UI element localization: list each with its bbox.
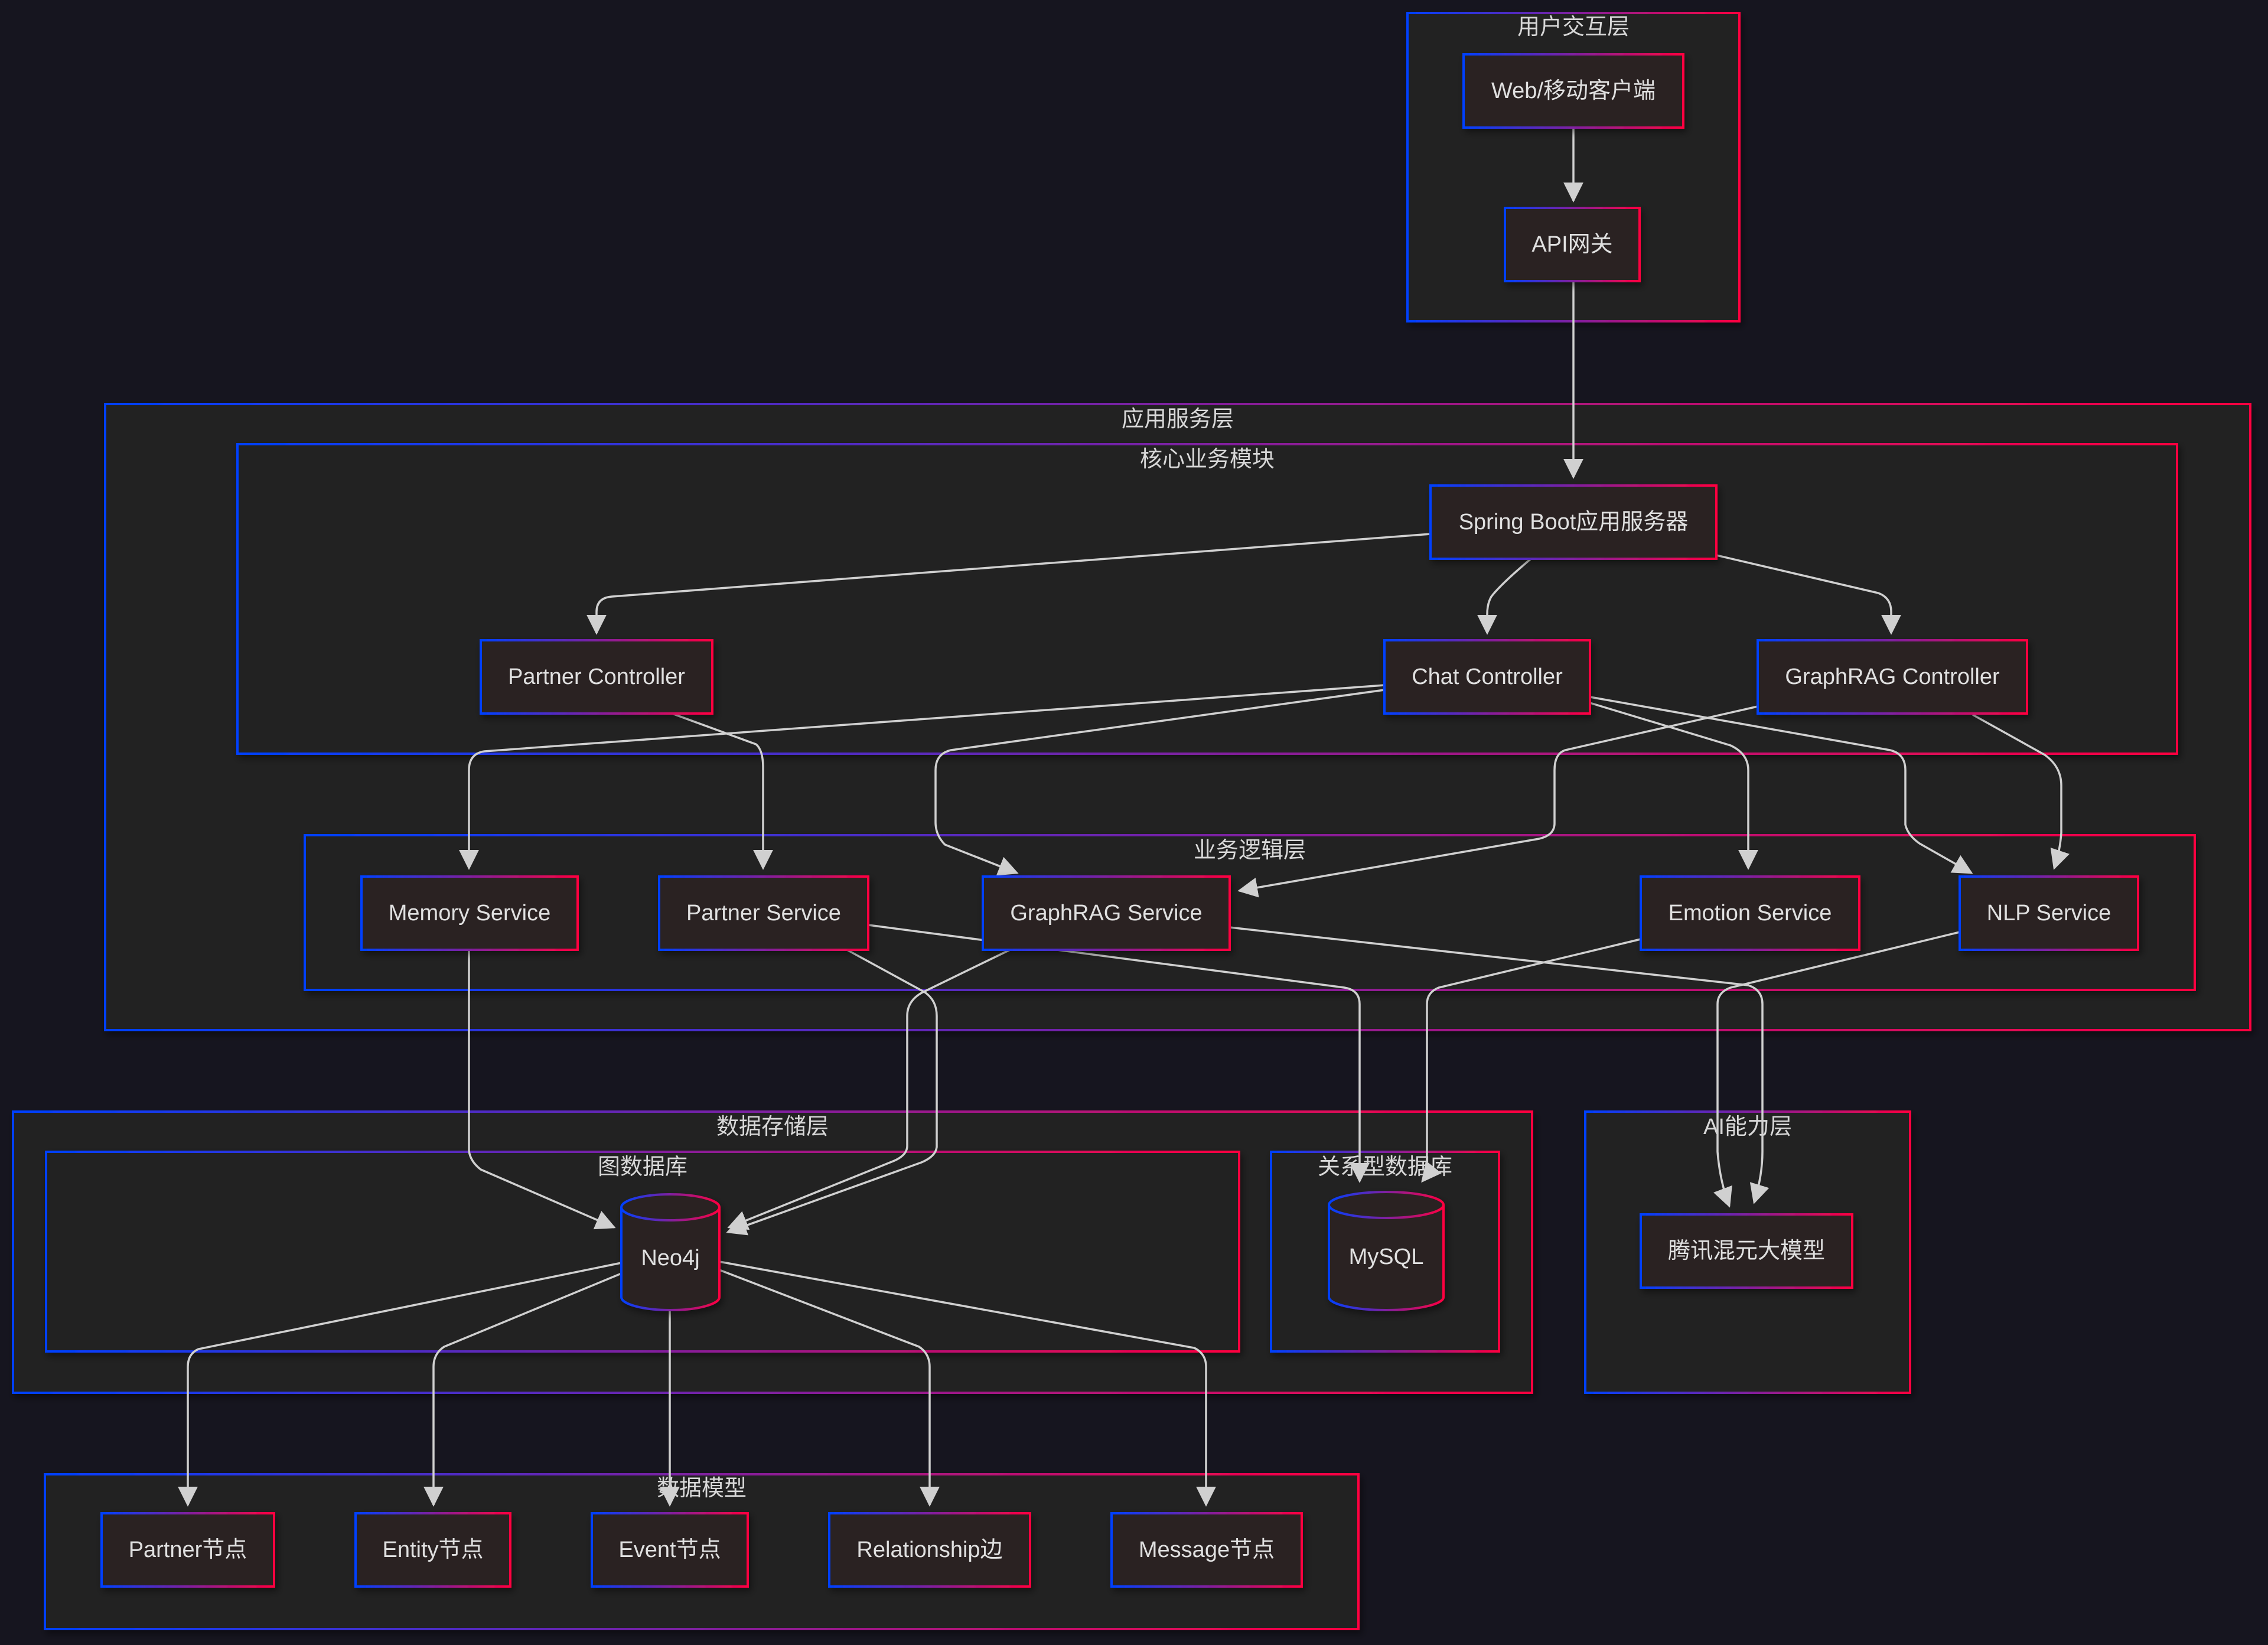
- nodes-layer: Web/移动客户端 API网关 Spring Boot应用服务器 Partner Co…: [100, 53, 2139, 1588]
- node-box: [1383, 639, 1591, 715]
- node-relationship-edge[interactable]: Relationship边: [828, 1512, 1031, 1588]
- node-box: [982, 875, 1231, 951]
- node-box: [1640, 875, 1860, 951]
- edge-graphrag_svc-to-hunyuan: [1229, 926, 1770, 1204]
- edge-neo4j-to-partner_node: [178, 1262, 622, 1507]
- edge-memory_svc-to-neo4j: [468, 950, 616, 1230]
- node-box: [591, 1512, 749, 1588]
- edge-partner_svc-to-neo4j: [726, 949, 938, 1236]
- node-label: Chat Controller: [1412, 664, 1563, 689]
- node-label: API网关: [1531, 232, 1612, 257]
- edge-nlp_svc-to-hunyuan: [1713, 931, 1960, 1208]
- edge-neo4j-to-entity_node: [423, 1272, 622, 1507]
- node-emotion-svc[interactable]: Emotion Service: [1640, 875, 1860, 951]
- node-label: NLP Service: [1987, 901, 2111, 926]
- edge-springboot-to-chat_ctrl: [1477, 558, 1532, 635]
- node-partner-ctrl[interactable]: Partner Controller: [480, 639, 713, 715]
- node-box: [354, 1512, 511, 1588]
- node-entity-node[interactable]: Entity节点: [354, 1512, 511, 1588]
- node-nlp-svc[interactable]: NLP Service: [1959, 875, 2139, 951]
- edge-graphrag_ctrl-to-graphrag_svc: [1237, 705, 1758, 898]
- cluster-border: [304, 834, 2196, 991]
- cluster-label: 图数据库: [598, 1155, 687, 1180]
- node-client[interactable]: Web/移动客户端: [1462, 53, 1684, 129]
- node-neo4j[interactable]: Neo4j: [620, 1193, 721, 1311]
- node-box: [360, 875, 579, 951]
- node-message-node[interactable]: Message节点: [1110, 1512, 1303, 1588]
- node-label: Entity节点: [382, 1537, 483, 1562]
- node-hunyuan[interactable]: 腾讯混元大模型: [1640, 1213, 1853, 1289]
- cluster-label: 数据存储层: [716, 1115, 829, 1139]
- edge-partner_ctrl-to-partner_svc: [672, 712, 773, 870]
- node-label: Spring Boot应用服务器: [1459, 510, 1689, 535]
- node-event-node[interactable]: Event节点: [591, 1512, 749, 1588]
- node-partner-svc[interactable]: Partner Service: [658, 875, 869, 951]
- cylinder-rim: [1328, 1204, 1445, 1219]
- cluster-label: 用户交互层: [1517, 15, 1630, 40]
- edges-layer: [178, 128, 2070, 1507]
- node-label: Event节点: [618, 1537, 721, 1562]
- node-label: 腾讯混元大模型: [1668, 1239, 1825, 1263]
- node-box: [1504, 207, 1641, 282]
- node-partner-node[interactable]: Partner节点: [100, 1512, 275, 1588]
- edge-neo4j-to-relationship_edge: [719, 1269, 940, 1507]
- node-memory-svc[interactable]: Memory Service: [360, 875, 579, 951]
- node-label: Message节点: [1139, 1537, 1275, 1562]
- node-graphrag-svc[interactable]: GraphRAG Service: [982, 875, 1231, 951]
- node-label: Relationship边: [856, 1537, 1002, 1562]
- node-label: GraphRAG Service: [1010, 901, 1202, 926]
- node-label: Web/移动客户端: [1491, 79, 1656, 103]
- edge-partner_svc-to-mysql: [868, 924, 1370, 1183]
- node-box: [658, 875, 869, 951]
- clusters-layer: 用户交互层应用服务层核心业务模块业务逻辑层数据存储层图数据库关系型数据库AI能力…: [12, 12, 2251, 1630]
- cluster-biz: 业务逻辑层: [304, 834, 2196, 991]
- node-box: [1757, 639, 2028, 715]
- edge-graphrag_svc-to-neo4j: [727, 949, 1011, 1230]
- edge-chat_ctrl-to-graphrag_svc: [934, 689, 1385, 876]
- node-box: [1462, 53, 1684, 129]
- node-box: [1959, 875, 2139, 951]
- node-graphrag-ctrl[interactable]: GraphRAG Controller: [1757, 639, 2028, 715]
- cylinder-rim: [620, 1207, 721, 1221]
- node-gateway[interactable]: API网关: [1504, 207, 1641, 282]
- cluster-graphdb: 图数据库: [45, 1151, 1240, 1353]
- edge-chat_ctrl-to-memory_svc: [459, 684, 1385, 870]
- node-box: [480, 639, 713, 715]
- edge-graphrag_ctrl-to-nlp_svc: [1972, 714, 2070, 870]
- database-cylinder-icon: [620, 1193, 721, 1311]
- edge-neo4j-to-message_node: [719, 1260, 1216, 1507]
- node-chat-ctrl[interactable]: Chat Controller: [1383, 639, 1591, 715]
- node-box: [828, 1512, 1031, 1588]
- cluster-label: 核心业务模块: [1140, 447, 1275, 472]
- edge-chat_ctrl-to-nlp_svc: [1589, 696, 1973, 874]
- node-box: [1429, 484, 1718, 560]
- edge-springboot-to-graphrag_ctrl: [1716, 554, 1901, 635]
- cluster-label: 业务逻辑层: [1194, 838, 1306, 863]
- cluster-label: 应用服务层: [1122, 407, 1234, 432]
- node-label: GraphRAG Controller: [1785, 664, 2000, 689]
- node-label: Memory Service: [389, 901, 551, 926]
- node-label: Partner Controller: [508, 664, 685, 689]
- node-box: [100, 1512, 275, 1588]
- edge-emotion_svc-to-mysql: [1421, 938, 1641, 1183]
- node-springboot[interactable]: Spring Boot应用服务器: [1429, 484, 1718, 560]
- edge-springboot-to-partner_ctrl: [586, 533, 1431, 635]
- cluster-reldb: 关系型数据库: [1270, 1151, 1500, 1353]
- node-label: Partner节点: [129, 1537, 247, 1562]
- node-label: Partner Service: [686, 901, 841, 926]
- node-label: Neo4j: [641, 1246, 699, 1271]
- node-box: [1640, 1213, 1853, 1289]
- node-box: [1110, 1512, 1303, 1588]
- database-cylinder-icon: [1328, 1191, 1445, 1311]
- node-label: Emotion Service: [1669, 901, 1832, 926]
- edge-chat_ctrl-to-emotion_svc: [1589, 702, 1758, 870]
- node-mysql[interactable]: MySQL: [1328, 1191, 1445, 1311]
- node-label: MySQL: [1349, 1245, 1424, 1269]
- cluster-label: 关系型数据库: [1318, 1155, 1452, 1180]
